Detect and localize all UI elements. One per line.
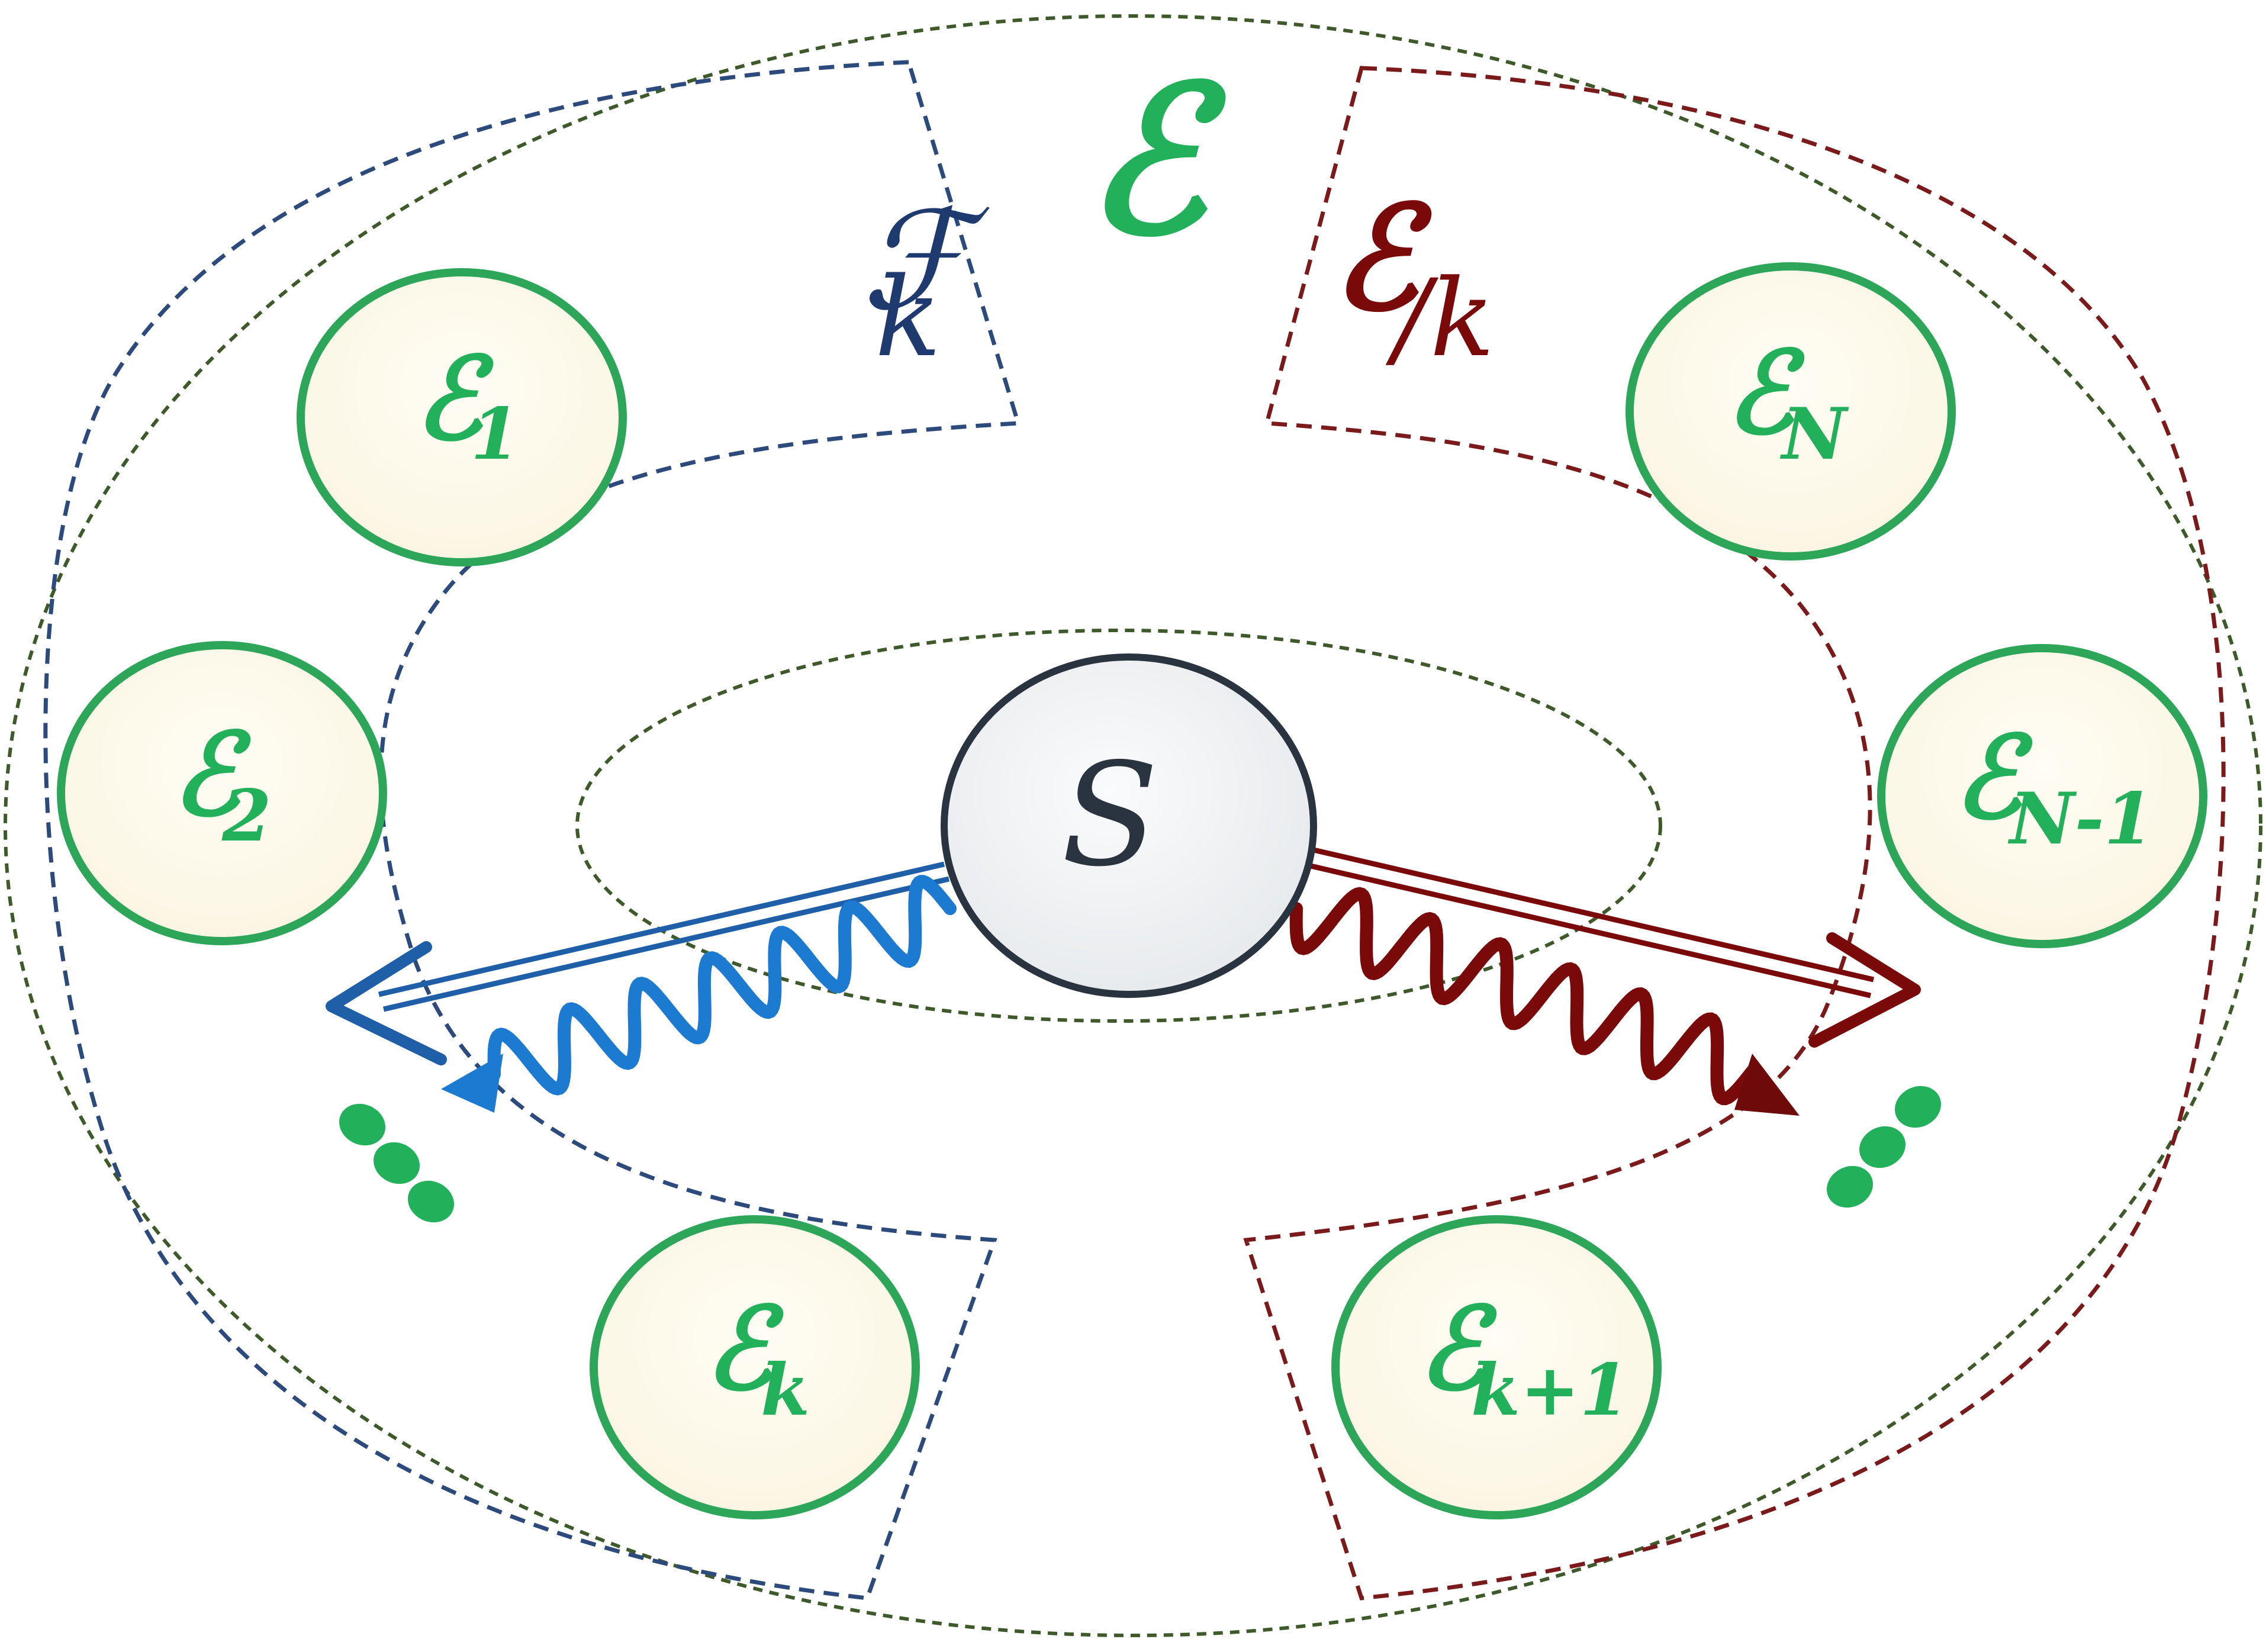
env-node-e1-symbol: ℰ xyxy=(414,333,494,465)
env-node-en1-symbol: ℰ xyxy=(1953,711,2033,843)
fk-region-boundary xyxy=(43,60,1021,1601)
ellipsis-left-dot xyxy=(339,1103,385,1146)
right-double-arrow-head xyxy=(1808,932,1921,1048)
left-double-arrow-line xyxy=(382,876,950,1012)
left-double-arrow-line xyxy=(378,861,945,997)
system-node-label: S xyxy=(1061,732,1158,898)
env-node-ek1: ℰ k+1 xyxy=(1331,1215,1662,1519)
ellipsis-right-dot xyxy=(1895,1086,1941,1128)
env-node-en-circle xyxy=(1626,262,1956,561)
env-node-e1: ℰ 1 xyxy=(297,268,627,566)
env-node-ek-circle xyxy=(590,1215,920,1519)
env-node-ek: ℰ k xyxy=(590,1215,920,1519)
env-node-ek1-circle xyxy=(1331,1215,1662,1519)
env-node-ek-subscript: k xyxy=(761,1348,810,1432)
left-wavy-arrow-head xyxy=(441,1054,503,1113)
environment-label: ℰ xyxy=(1084,43,1229,279)
ellipsis-left-dot xyxy=(374,1142,420,1184)
right-double-arrow-line xyxy=(1307,862,1872,999)
env-node-e2-subscript: 2 xyxy=(221,774,272,858)
left-double-arrow-head xyxy=(326,941,447,1065)
env-node-en-subscript: N xyxy=(1779,392,1849,476)
ellipsis-left xyxy=(339,1103,454,1223)
fk-label: ℱ k xyxy=(861,182,990,381)
left-double-arrow xyxy=(326,861,950,1065)
right-double-arrow xyxy=(1307,846,1921,1048)
env-node-en: ℰ N xyxy=(1626,262,1956,561)
env-node-en1-subscript: N-1 xyxy=(2007,777,2154,861)
env-node-en-symbol: ℰ xyxy=(1726,327,1805,459)
environment-boundary xyxy=(4,14,2262,1637)
env-node-e2-circle xyxy=(57,641,387,945)
env-node-ek1-symbol: ℰ xyxy=(1418,1283,1498,1415)
right-wavy-arrow-head xyxy=(1734,1054,1800,1116)
env-node-e2-symbol: ℰ xyxy=(172,709,252,841)
env-node-e2: ℰ 2 xyxy=(57,641,387,945)
ellipsis-right xyxy=(1827,1086,1941,1208)
rest-label-symbol: ℰ xyxy=(1332,175,1433,342)
ellipsis-right-dot xyxy=(1827,1165,1873,1208)
system-node-circle xyxy=(941,653,1317,998)
system-region-boundary xyxy=(575,629,1662,1023)
rest-label: ℰ /k xyxy=(1332,175,1495,381)
right-double-arrow-line xyxy=(1310,846,1875,983)
env-node-ek1-subscript: k+1 xyxy=(1471,1348,1629,1432)
env-node-en1: ℰ N-1 xyxy=(1877,644,2207,948)
env-node-ek-symbol: ℰ xyxy=(704,1283,784,1415)
env-node-e1-circle xyxy=(297,268,627,566)
right-wavy-arrow xyxy=(1289,887,1759,1106)
system-node: S xyxy=(941,653,1317,998)
fk-label-subscript: k xyxy=(875,253,941,381)
left-wavy-arrow xyxy=(487,875,957,1096)
env-node-e1-subscript: 1 xyxy=(471,392,520,476)
env-node-en1-circle xyxy=(1877,644,2207,948)
ellipsis-left-dot xyxy=(408,1180,454,1223)
ellipsis-right-dot xyxy=(1859,1126,1906,1168)
rest-region-boundary xyxy=(1243,66,2226,1601)
rest-label-subscript: /k xyxy=(1385,257,1495,381)
